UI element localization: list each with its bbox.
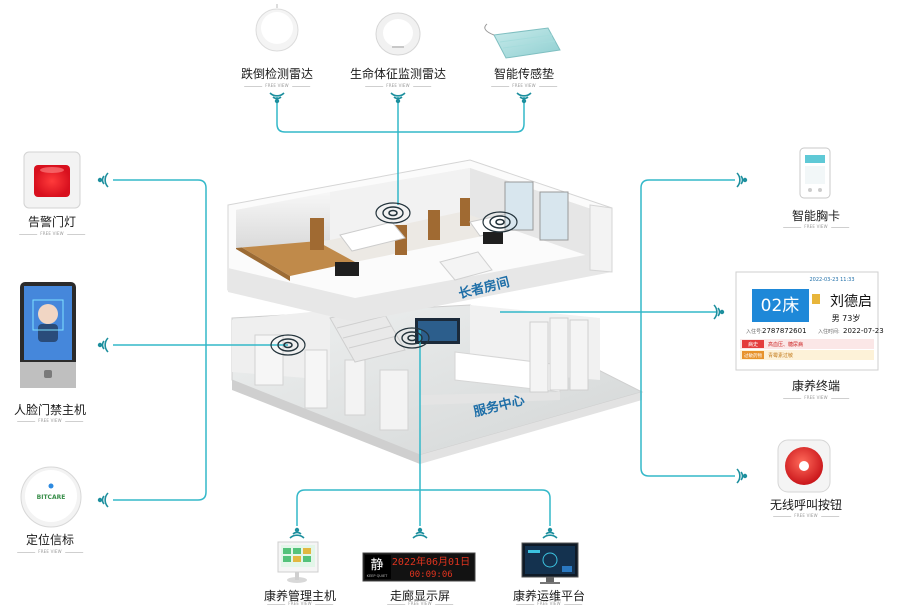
ops-platform-label: 康养运维平台 [512,589,586,603]
corridor-screen-image [362,552,476,582]
signal-icon-beacon [97,492,109,508]
face-access-tag: FREE VIEW [14,418,86,423]
badge-image [799,147,831,199]
terminal-row2-tag: 过敏药物 [744,352,762,359]
vital-radar-image [375,12,421,56]
corridor-screen-label: 走廊显示屏 [389,589,451,603]
fall-radar-label: 跌倒检测雷达 [240,67,314,81]
terminal-admission-label: 入住号: [746,328,763,335]
badge-label: 智能胸卡 [791,209,841,223]
call-button-label: 无线呼叫按钮 [769,498,843,512]
bottom-bus-line [296,489,551,526]
corridor-char: 静 [370,558,383,573]
terminal-date-label: 入住时间: [818,328,840,335]
beacon-image [20,466,82,528]
alarm-light-tag: FREE VIEW [16,231,88,236]
care-terminal-label: 康养终端 [791,379,841,393]
beacon-label: 定位信标 [25,533,75,547]
corridor-time: 00:09:06 [409,570,452,580]
signal-icon-corridor [412,527,428,539]
signal-icons [97,92,748,539]
pulse-marker-lower-left [270,334,306,356]
pulse-marker-upper-right [482,211,518,233]
beacon-tag: FREE VIEW [14,549,86,554]
terminal-name: 刘德启 [830,294,872,310]
terminal-admission-no: 2787872601 [762,327,807,335]
vital-radar-tag: FREE VIEW [362,83,434,88]
smart-pad-image [484,23,561,59]
signal-icon-fall-radar [269,92,285,104]
call-button-image [777,439,831,493]
corridor-screen-tag: FREE VIEW [384,601,456,606]
terminal-row1-text: 高血压、糖尿病 [768,341,803,348]
care-terminal-tag: FREE VIEW [780,395,852,400]
signal-icon-terminal [713,304,725,320]
terminal-row2-text: 青霉素过敏 [768,352,793,359]
call-button-tag: FREE VIEW [770,513,842,518]
beacon-brand: BITCARE [37,494,66,501]
left-bus-line [113,179,207,501]
mgmt-host-tag: FREE VIEW [264,601,336,606]
signal-icon-smart-pad [516,92,532,104]
pulse-marker-lower-center [394,327,430,349]
ops-platform-image [521,542,579,584]
terminal-date: 2022-03-23 11:33 [809,277,854,283]
signal-icon-mgmt-host [289,527,305,539]
mgmt-host-label: 康养管理主机 [263,589,337,603]
terminal-row1-tag: 病史 [748,341,758,348]
face-access-label: 人脸门禁主机 [13,403,87,417]
signal-icon-call-button [736,468,748,484]
mgmt-host-image [277,541,319,583]
signal-icon-ops [542,527,558,539]
fall-radar-tag: FREE VIEW [241,83,313,88]
signal-icon-alarm-light [97,172,109,188]
badge-tag: FREE VIEW [780,224,852,229]
terminal-admission-date: 2022-07-23 [843,327,884,335]
smart-pad-label: 智能传感垫 [493,67,555,81]
alarm-light-label: 告警门灯 [27,215,77,229]
right-bus-line [640,179,735,477]
terminal-gender-age: 男 73岁 [832,313,861,323]
ops-platform-tag: FREE VIEW [513,601,585,606]
corridor-sub: KEEP QUIET [367,574,389,578]
alarm-light-image [23,151,81,209]
signal-icon-vital-radar [390,92,406,104]
top-bus-line [276,97,525,133]
corridor-date: 2022年06月01日 [392,555,470,568]
connector-lines [113,97,735,526]
building-illustration [227,159,644,464]
terminal-bed: 02床 [761,296,800,316]
vital-radar-label: 生命体征监测雷达 [349,67,447,81]
care-terminal-image [735,271,879,371]
fall-radar-image [255,4,299,52]
pulse-markers [270,202,518,356]
pulse-marker-upper-left [375,202,411,224]
face-access-image [20,282,76,388]
signal-icon-face-access [97,337,109,353]
signal-icon-badge [736,172,748,188]
smart-pad-tag: FREE VIEW [488,83,560,88]
